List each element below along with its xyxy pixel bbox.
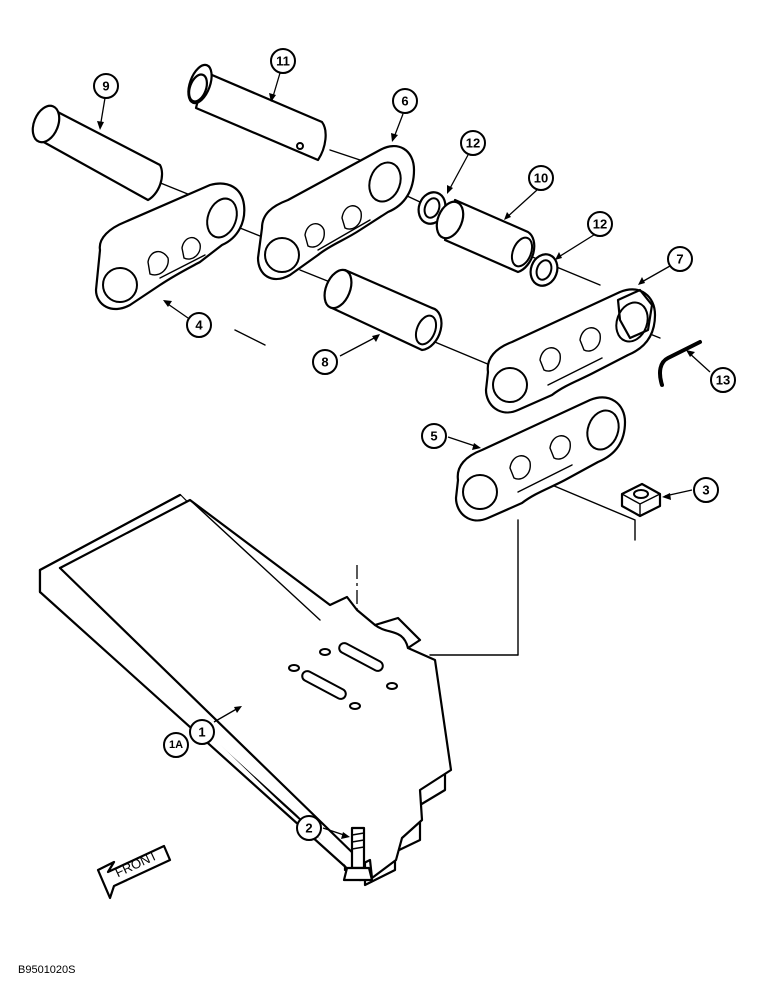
callout-label: 11 bbox=[276, 54, 290, 69]
front-direction-arrow: FRONT bbox=[96, 844, 172, 900]
callout-label: 2 bbox=[305, 821, 312, 836]
callout-label: 13 bbox=[716, 373, 730, 388]
callout-label: 8 bbox=[321, 355, 328, 370]
callout-1a: 1A bbox=[163, 732, 189, 758]
callout-label: 3 bbox=[702, 483, 709, 498]
nut-part bbox=[620, 482, 662, 518]
callout-12-lower: 12 bbox=[587, 211, 613, 237]
seal-part bbox=[529, 253, 559, 287]
callout-label: 10 bbox=[534, 171, 548, 186]
callout-label: 4 bbox=[195, 318, 203, 333]
link-part bbox=[454, 396, 627, 522]
callout-2: 2 bbox=[296, 815, 322, 841]
callout-label: 7 bbox=[676, 252, 683, 267]
callout-13: 13 bbox=[710, 367, 736, 393]
callout-3: 3 bbox=[693, 477, 719, 503]
track-shoe-part bbox=[38, 493, 453, 887]
callout-10: 10 bbox=[528, 165, 554, 191]
bushing-part bbox=[31, 104, 164, 202]
callout-label: 9 bbox=[102, 79, 109, 94]
callout-5: 5 bbox=[421, 423, 447, 449]
figure-code: B9501020S bbox=[18, 964, 76, 976]
bushing-part bbox=[323, 268, 443, 352]
callout-label: 12 bbox=[593, 217, 607, 232]
link-part bbox=[94, 182, 246, 311]
bushing-part bbox=[435, 198, 536, 274]
callout-11: 11 bbox=[270, 48, 296, 74]
callout-9: 9 bbox=[93, 73, 119, 99]
callout-label: 12 bbox=[466, 136, 480, 151]
callout-label: 5 bbox=[430, 429, 437, 444]
leader-lines bbox=[97, 72, 711, 839]
callout-4: 4 bbox=[186, 312, 212, 338]
link-part bbox=[256, 144, 416, 281]
retainer-part bbox=[658, 340, 702, 387]
callout-label: 1A bbox=[169, 739, 183, 751]
callout-label: 1 bbox=[198, 725, 205, 740]
callout-6: 6 bbox=[392, 88, 418, 114]
pin-part bbox=[187, 63, 327, 162]
link-part bbox=[484, 288, 657, 414]
bolt-part bbox=[342, 826, 374, 882]
callout-8: 8 bbox=[312, 349, 338, 375]
callout-label: 6 bbox=[401, 94, 408, 109]
callout-7: 7 bbox=[667, 246, 693, 272]
callout-12-upper: 12 bbox=[460, 130, 486, 156]
callout-1: 1 bbox=[189, 719, 215, 745]
